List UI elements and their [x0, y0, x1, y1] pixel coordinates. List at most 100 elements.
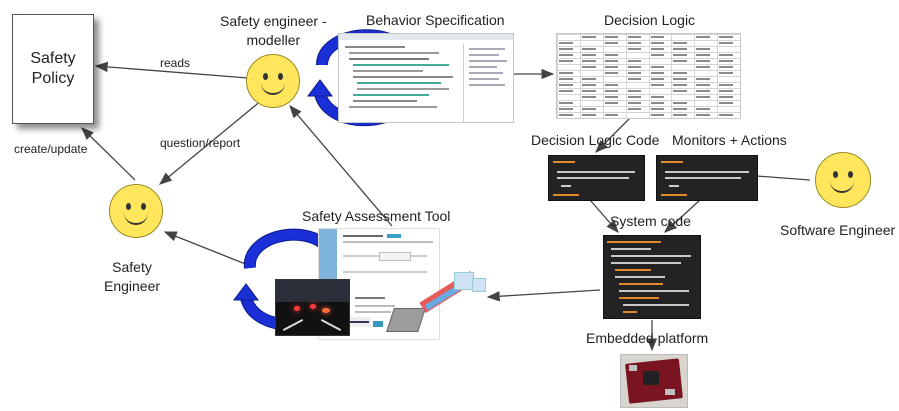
- table-cell-text: [650, 42, 665, 44]
- table-cell-text: [604, 90, 619, 92]
- monitors-actions-code-snippet: [656, 155, 758, 201]
- table-cell-text: [604, 96, 619, 98]
- reads-arrow: [94, 61, 249, 79]
- table-gridline: [694, 34, 696, 118]
- logiccode-to-system-arrow: [589, 199, 619, 233]
- dashcam-image: [275, 279, 350, 336]
- table-cell-text: [719, 72, 733, 74]
- table-cell-text: [673, 72, 688, 74]
- create-update-arrow: [81, 127, 136, 181]
- table-cell-text: [719, 36, 733, 38]
- system-code-snippet: [603, 235, 701, 319]
- table-cell-text: [650, 66, 665, 68]
- table-cell-text: [604, 102, 619, 104]
- table-cell-text: [559, 54, 573, 56]
- table-cell-text: [650, 102, 665, 104]
- table-cell-text: [696, 36, 710, 38]
- monitors-to-system-arrow: [664, 199, 701, 233]
- table-cell-text: [696, 48, 710, 50]
- modeller-smiley-icon: [246, 54, 300, 108]
- table-cell-text: [719, 66, 733, 68]
- reads-label: reads: [160, 56, 191, 70]
- safety-assessment-tool-label: Safety Assessment Tool: [302, 208, 451, 224]
- tool-to-modeller-arrow: [289, 105, 393, 227]
- question-report-label: question/report: [160, 136, 241, 150]
- decision-logic-table: [556, 33, 741, 119]
- table-cell-text: [719, 54, 733, 56]
- table-cell-text: [719, 114, 733, 116]
- safety-policy-document: Safety Policy: [12, 14, 94, 124]
- table-cell-text: [627, 60, 642, 62]
- modeller-label: Safety engineer - modeller: [220, 13, 327, 48]
- table-cell-text: [604, 36, 619, 38]
- table-cell-text: [650, 96, 665, 98]
- tool-to-engineer-arrow: [163, 231, 249, 266]
- system-to-tool-arrow: [486, 289, 601, 302]
- table-cell-text: [696, 108, 710, 110]
- decision-logic-code-label: Decision Logic Code: [531, 132, 660, 148]
- safety-engineer-smiley-icon: [109, 184, 163, 238]
- table-cell-text: [581, 36, 596, 38]
- safety-policy-label: Safety Policy: [30, 50, 76, 87]
- table-cell-text: [719, 60, 733, 62]
- table-cell-text: [581, 114, 596, 116]
- table-cell-text: [673, 78, 688, 80]
- table-cell-text: [673, 90, 688, 92]
- table-cell-text: [559, 72, 573, 74]
- table-cell-text: [673, 114, 688, 116]
- table-cell-text: [719, 96, 733, 98]
- table-cell-text: [627, 36, 642, 38]
- table-cell-text: [581, 48, 596, 50]
- table-cell-text: [650, 48, 665, 50]
- table-cell-text: [559, 108, 573, 110]
- table-cell-text: [581, 90, 596, 92]
- table-cell-text: [696, 84, 710, 86]
- table-gridline: [579, 34, 581, 118]
- behavior-spec-screenshot: [338, 33, 514, 123]
- table-cell-text: [627, 78, 642, 80]
- table-cell-text: [696, 60, 710, 62]
- table-cell-text: [581, 108, 596, 110]
- table-cell-text: [696, 114, 710, 116]
- table-cell-text: [604, 60, 619, 62]
- embedded-board-image: [620, 354, 688, 408]
- table-cell-text: [696, 90, 710, 92]
- table-gridline: [602, 34, 604, 118]
- decision-logic-code-snippet: [548, 155, 645, 201]
- table-cell-text: [604, 54, 619, 56]
- table-cell-text: [719, 90, 733, 92]
- table-cell-text: [581, 66, 596, 68]
- table-gridline: [557, 118, 740, 119]
- table-cell-text: [627, 102, 642, 104]
- table-cell-text: [604, 72, 619, 74]
- table-cell-text: [627, 48, 642, 50]
- table-cell-text: [604, 42, 619, 44]
- table-cell-text: [627, 72, 642, 74]
- embedded-platform-label: Embedded platform: [586, 330, 709, 346]
- question-report-arrow: [158, 99, 263, 185]
- table-gridline: [671, 34, 673, 118]
- table-cell-text: [627, 66, 642, 68]
- table-cell-text: [559, 60, 573, 62]
- table-cell-text: [696, 66, 710, 68]
- table-cell-text: [581, 78, 596, 80]
- table-gridline: [717, 34, 719, 118]
- table-gridline: [557, 34, 558, 118]
- table-cell-text: [719, 102, 733, 104]
- table-cell-text: [627, 90, 642, 92]
- table-cell-text: [581, 84, 596, 86]
- table-cell-text: [719, 42, 733, 44]
- table-cell-text: [627, 108, 642, 110]
- table-gridline: [625, 34, 627, 118]
- behavior-spec-label: Behavior Specification: [366, 12, 505, 28]
- table-cell-text: [627, 96, 642, 98]
- table-cell-text: [559, 78, 573, 80]
- table-cell-text: [581, 60, 596, 62]
- table-gridline: [648, 34, 650, 118]
- table-cell-text: [559, 114, 573, 116]
- table-cell-text: [673, 48, 688, 50]
- table-cell-text: [559, 90, 573, 92]
- table-cell-text: [650, 78, 665, 80]
- table-cell-text: [673, 84, 688, 86]
- table-cell-text: [696, 54, 710, 56]
